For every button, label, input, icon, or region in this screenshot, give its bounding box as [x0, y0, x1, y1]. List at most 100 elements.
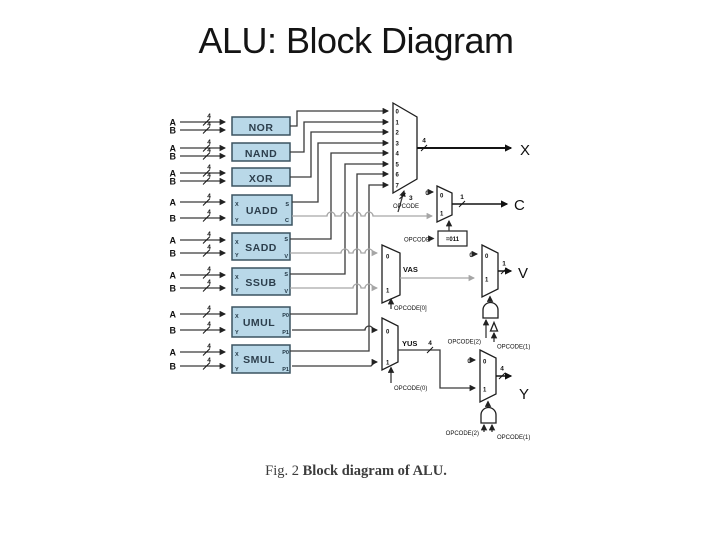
svg-text:OPCODE(0): OPCODE(0)	[394, 386, 427, 392]
svg-text:A: A	[170, 271, 177, 281]
svg-text:7: 7	[396, 184, 400, 190]
svg-text:V: V	[284, 254, 288, 260]
input-wire: 4B	[170, 357, 227, 372]
svg-text:4: 4	[207, 244, 211, 251]
input-wire: 4B	[170, 244, 227, 259]
input-wire: 4B	[170, 172, 227, 187]
input-wire: 4B	[170, 147, 227, 162]
svg-text:OPCODE(2): OPCODE(2)	[448, 340, 481, 346]
input-wire: 4A	[170, 343, 227, 358]
svg-text:4: 4	[207, 121, 211, 128]
svg-text:3: 3	[396, 142, 400, 148]
vas-mux: 0 1 OPCODE[0] VAS	[381, 243, 476, 312]
svg-text:Y: Y	[235, 288, 239, 294]
svg-text:4: 4	[207, 279, 211, 286]
svg-text:XOR: XOR	[249, 173, 273, 185]
vas-signal-label: VAS	[403, 265, 418, 274]
svg-text:=011: =011	[446, 237, 460, 243]
block-umul: UMUL X Y P0 P1	[231, 306, 291, 338]
svg-text:S: S	[285, 202, 289, 208]
svg-text:4: 4	[207, 113, 211, 120]
input-wire: 4B	[170, 279, 227, 294]
svg-text:OPCODE(1): OPCODE(1)	[497, 435, 530, 441]
svg-text:1: 1	[483, 388, 487, 394]
block-nand: NAND	[231, 142, 291, 162]
svg-text:P1: P1	[282, 367, 289, 373]
figure-caption: Fig. 2 Block diagram of ALU.	[0, 463, 712, 480]
y-select-logic: OPCODE(2) OPCODE(1)	[446, 400, 530, 441]
yus-mux: 0 1 OPCODE(0) 4 YUS	[381, 316, 477, 392]
output-y-label: Y	[519, 386, 529, 403]
svg-text:1: 1	[386, 289, 390, 295]
svg-text:C: C	[285, 218, 289, 224]
caption-text: Block diagram of ALU.	[302, 463, 447, 479]
svg-text:5: 5	[396, 163, 400, 169]
v-select-logic: OPCODE(2) OPCODE(1)	[448, 295, 530, 351]
svg-text:4: 4	[428, 340, 432, 347]
svg-text:B: B	[170, 249, 177, 259]
svg-text:4: 4	[422, 138, 426, 145]
block-nor: NOR	[231, 116, 291, 136]
svg-text:0: 0	[485, 254, 489, 260]
svg-text:4: 4	[207, 305, 211, 312]
svg-text:X: X	[235, 275, 239, 281]
svg-text:1: 1	[386, 361, 390, 367]
svg-text:0: 0	[467, 359, 471, 365]
block-ssub: SSUB X Y S V	[231, 267, 291, 296]
caption-prefix: Fig. 2	[265, 463, 303, 479]
output-v-label: V	[518, 265, 528, 282]
svg-text:0: 0	[469, 253, 473, 259]
svg-text:4: 4	[207, 164, 211, 171]
svg-text:B: B	[170, 362, 177, 372]
svg-text:0: 0	[483, 360, 487, 366]
and-gate-v	[482, 301, 499, 319]
slide-title: ALU: Block Diagram	[198, 20, 514, 61]
opcode-compare: OPCODE =011	[404, 219, 468, 247]
input-wire: 4A	[170, 139, 227, 154]
block-sadd: SADD X Y S V	[231, 232, 291, 261]
svg-text:A: A	[170, 169, 177, 179]
svg-text:4: 4	[207, 209, 211, 216]
svg-text:Y: Y	[235, 218, 239, 224]
yus-signal-label: YUS	[402, 339, 417, 348]
svg-text:A: A	[170, 236, 177, 246]
svg-text:1: 1	[502, 261, 506, 268]
svg-text:Y: Y	[235, 253, 239, 259]
svg-text:OPCODE(2): OPCODE(2)	[446, 431, 479, 437]
svg-text:4: 4	[207, 172, 211, 179]
svg-text:4: 4	[396, 152, 400, 158]
svg-text:UMUL: UMUL	[243, 317, 275, 329]
input-wire: 4B	[170, 121, 227, 136]
svg-text:4: 4	[207, 193, 211, 200]
svg-text:4: 4	[207, 147, 211, 154]
svg-text:0: 0	[386, 330, 390, 336]
input-wires: 4A 4B 4A 4B 4A 4B 4A 4B 4A 4B 4A 4B 4A 4…	[170, 113, 227, 372]
svg-text:0: 0	[425, 191, 429, 197]
y-mux: 0 0 1 4 Y	[467, 348, 529, 404]
input-wire: 4A	[170, 231, 227, 246]
svg-text:4: 4	[207, 139, 211, 146]
output-c-label: C	[514, 197, 525, 214]
svg-text:B: B	[170, 126, 177, 136]
svg-text:3: 3	[409, 195, 413, 202]
svg-text:NAND: NAND	[245, 148, 277, 160]
svg-text:B: B	[170, 177, 177, 187]
not-gate	[489, 320, 499, 332]
svg-text:0: 0	[396, 110, 400, 116]
flag-wires	[290, 211, 434, 367]
svg-text:A: A	[170, 198, 177, 208]
svg-text:Y: Y	[235, 330, 239, 336]
input-wire: 4A	[170, 113, 227, 128]
svg-text:4: 4	[207, 231, 211, 238]
svg-text:1: 1	[440, 212, 444, 218]
svg-text:X: X	[235, 314, 239, 320]
svg-text:0: 0	[440, 194, 444, 200]
svg-text:OPCODE[0]: OPCODE[0]	[394, 306, 427, 312]
block-uadd: UADD X Y S C	[231, 194, 293, 226]
svg-text:P1: P1	[282, 330, 289, 336]
svg-text:4: 4	[207, 266, 211, 273]
svg-text:B: B	[170, 214, 177, 224]
svg-text:A: A	[170, 310, 177, 320]
svg-text:2: 2	[396, 131, 400, 137]
